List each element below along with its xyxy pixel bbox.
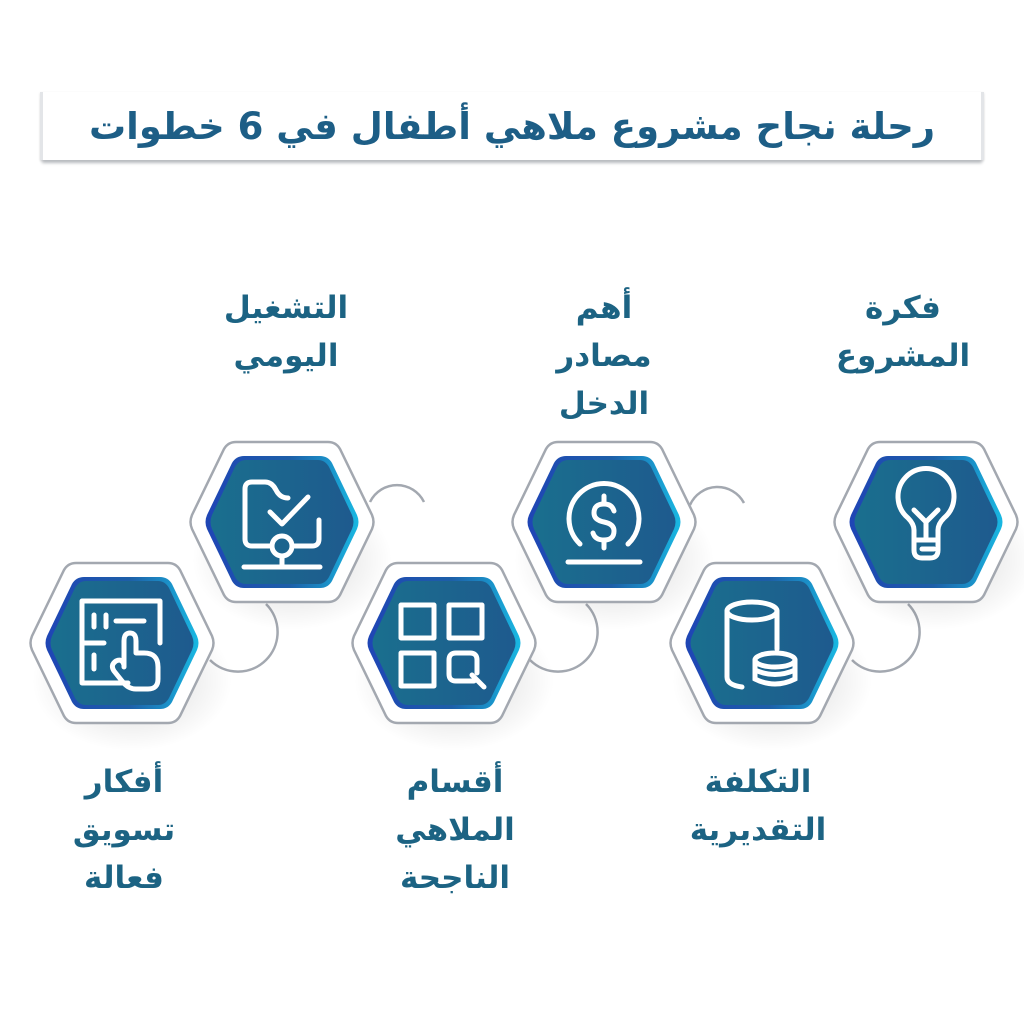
step-3-hexagon [511, 440, 697, 604]
step-2-hexagon [669, 561, 855, 725]
page-title: رحلة نجاح مشروع ملاهي أطفال في 6 خطوات [88, 104, 936, 148]
step-5-label: التشغيل اليومي [223, 290, 349, 374]
folder-check-network-icon [241, 479, 323, 570]
step-4-label: أقسام الملاهي الناجحة [395, 764, 515, 896]
step-6-hexagon [29, 561, 215, 725]
step-4-hexagon [351, 561, 537, 725]
grid-search-icon [398, 602, 487, 690]
dollar-coin-icon [565, 481, 643, 565]
step-1-label: فكرة المشروع [835, 290, 971, 374]
step-1-hexagon [833, 440, 1019, 604]
step-3-label: أهم مصادر الدخل [556, 290, 652, 422]
step-5-hexagon [189, 440, 375, 604]
title-banner: رحلة نجاح مشروع ملاهي أطفال في 6 خطوات [40, 92, 984, 160]
step-6-label: أفكار تسويق فعالة [72, 764, 176, 896]
step-2-label: التكلفة التقديرية [689, 764, 827, 848]
database-icon [724, 599, 798, 690]
lightbulb-icon [895, 466, 957, 561]
layout-tap-icon [79, 598, 163, 692]
